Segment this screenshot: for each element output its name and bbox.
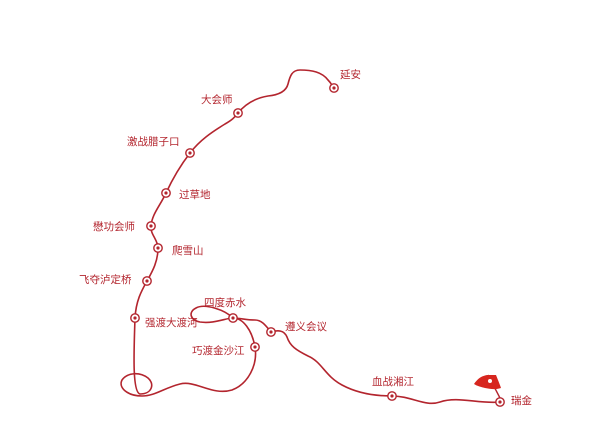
stop-dahui-node <box>233 108 243 118</box>
stop-maogong-node <box>146 221 156 231</box>
red-flag-icon <box>474 374 501 399</box>
stop-daduhe-label: 强渡大渡河 <box>145 316 198 329</box>
stop-zunyi-node <box>266 327 276 337</box>
stop-dahui-label: 大会师 <box>201 93 233 106</box>
stop-xiangjiang-label: 血战湘江 <box>372 375 414 388</box>
stop-maogong-label: 懋功会师 <box>93 220 135 233</box>
stop-lazikou-node <box>185 148 195 158</box>
stop-ruijin-node <box>495 397 505 407</box>
stop-chishui-node <box>228 313 238 323</box>
route-line <box>120 69 501 404</box>
stop-ludingqiao-label: 飞夺泸定桥 <box>79 273 132 286</box>
stop-lazikou-label: 激战腊子口 <box>127 135 180 148</box>
stop-jinshajiang-node <box>250 342 260 352</box>
stop-xueshan-label: 爬雪山 <box>172 245 204 257</box>
stop-caodi-node <box>161 188 171 198</box>
stop-xueshan-node <box>153 243 163 253</box>
stop-ludingqiao-node <box>142 276 152 286</box>
stop-daduhe-node <box>130 313 140 323</box>
stop-chishui-label: 四度赤水 <box>204 296 246 309</box>
stop-xiangjiang-node <box>387 391 397 401</box>
stop-ruijin-label: 瑞金 <box>511 394 532 407</box>
stop-jinshajiang-label: 巧渡金沙江 <box>192 344 245 357</box>
stop-zunyi-label: 遵义会议 <box>285 320 327 333</box>
stop-yanan-node <box>329 83 339 93</box>
stop-caodi-label: 过草地 <box>179 188 211 201</box>
stop-yanan-label: 延安 <box>340 68 361 81</box>
